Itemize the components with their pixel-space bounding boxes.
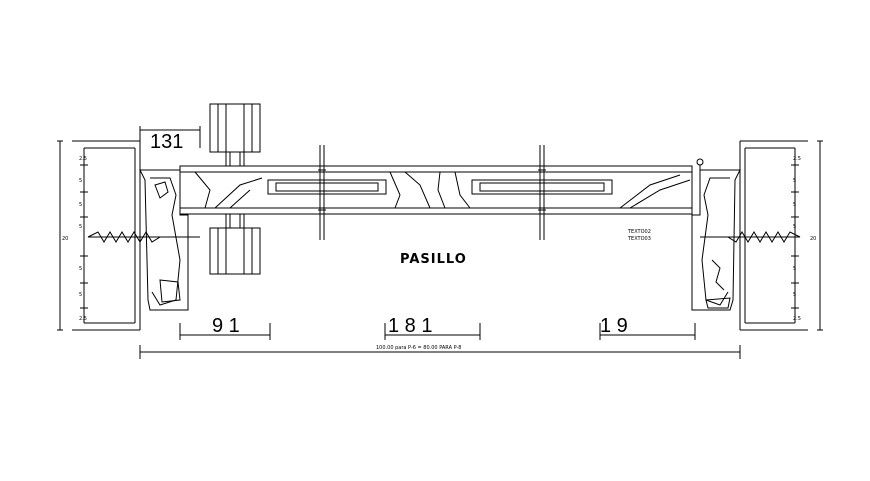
bottom-dim-right: 1 9	[600, 315, 628, 337]
overall-dimension-line	[139, 345, 741, 359]
left-dim-6: 5	[79, 292, 82, 298]
right-dim-2: 5	[793, 202, 796, 208]
left-dim-1: 5	[79, 178, 82, 184]
right-dim-5: 5	[793, 266, 796, 272]
right-wall	[739, 140, 823, 331]
right-dim-3: 5	[793, 224, 796, 230]
left-dim-2: 5	[79, 202, 82, 208]
text-tag-1: TEXTO02	[627, 229, 651, 235]
top-dimension: 131	[150, 131, 183, 153]
reference-marker	[696, 158, 704, 166]
right-screw	[700, 231, 801, 243]
left-dim-5: 5	[79, 266, 82, 272]
bottom-dim-left: 9 1	[212, 315, 240, 337]
divider-bars	[318, 145, 546, 240]
left-dim-4: 20	[62, 236, 68, 242]
door-knob-bottom	[209, 213, 261, 275]
door-leaf	[179, 165, 693, 215]
segment-dimension-ticks	[179, 323, 696, 340]
left-dim-7: 2.5	[79, 316, 87, 322]
text-tag-2: TEXTO03	[627, 236, 651, 242]
door-knob-top	[209, 103, 261, 167]
overall-note: 100.00 para P-6 = 80.00 PARA P-8	[376, 345, 461, 351]
left-screw	[87, 231, 200, 243]
left-wall	[57, 140, 141, 331]
right-dim-0: 2.5	[793, 156, 801, 162]
left-dim-0: 2.5	[79, 156, 87, 162]
right-dim-7: 2.5	[793, 316, 801, 322]
right-dim-4: 20	[810, 236, 816, 242]
right-dim-1: 5	[793, 178, 796, 184]
room-label: PASILLO	[400, 252, 467, 267]
bottom-dim-center: 1 8 1	[388, 315, 432, 337]
left-door-frame	[139, 169, 189, 311]
right-dim-6: 5	[793, 292, 796, 298]
left-dim-3: 5	[79, 224, 82, 230]
